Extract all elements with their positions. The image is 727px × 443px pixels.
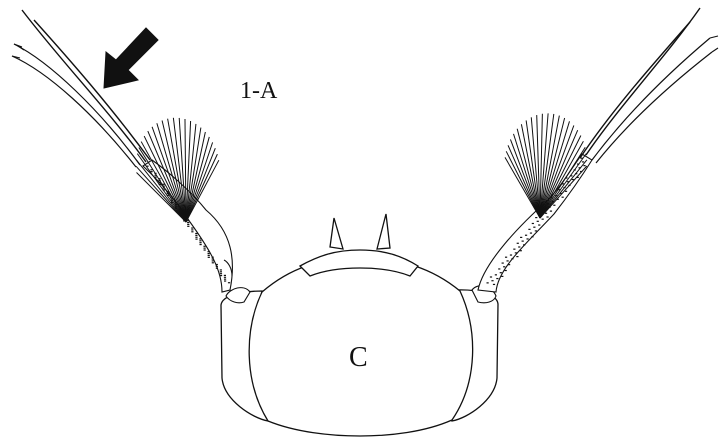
left-shaft-dot bbox=[191, 227, 193, 228]
right-shaft-dot bbox=[493, 284, 495, 285]
left-flagellum-2 bbox=[34, 20, 150, 160]
left-shaft-dot bbox=[208, 253, 210, 254]
right-shaft-dot bbox=[496, 278, 498, 279]
right-shaft-dot bbox=[538, 224, 540, 225]
right-shaft-dot bbox=[506, 260, 508, 261]
right-shaft-dot bbox=[583, 165, 585, 166]
right-shaft-dot bbox=[495, 274, 497, 275]
right-shaft-dot bbox=[501, 276, 503, 277]
head-capsule bbox=[221, 214, 498, 436]
right-shaft-dot bbox=[508, 264, 510, 265]
left-shaft-dot bbox=[199, 240, 201, 241]
left-shaft-dot bbox=[207, 251, 209, 252]
right-shaft-dot bbox=[550, 211, 552, 212]
left-shaft-dot bbox=[224, 277, 226, 278]
right-shaft-dot bbox=[511, 258, 513, 259]
right-shaft-dot bbox=[516, 256, 518, 257]
left-shaft-dot bbox=[220, 269, 222, 270]
right-shaft-dot bbox=[525, 235, 527, 236]
left-shaft-dot bbox=[212, 260, 214, 261]
right-shaft-dot bbox=[532, 223, 534, 224]
right-seta bbox=[540, 166, 587, 218]
right-shaft-dot bbox=[517, 243, 519, 244]
left-shaft-dot bbox=[199, 242, 201, 243]
left-shaft-dot bbox=[195, 233, 197, 234]
right-shaft-dot bbox=[537, 221, 539, 222]
left-shaft-dot bbox=[216, 266, 218, 267]
right-shaft-dot bbox=[553, 205, 555, 206]
left-shaft-dot bbox=[191, 229, 193, 230]
left-shaft-dot bbox=[216, 264, 218, 265]
left-shaft-dot bbox=[195, 235, 197, 236]
right-shaft-dot bbox=[535, 230, 537, 231]
left-shaft-dot bbox=[199, 238, 201, 239]
left-shaft-dot bbox=[195, 239, 197, 240]
left-shaft-dot bbox=[204, 249, 206, 250]
right-shaft-dot bbox=[505, 257, 507, 258]
right-shaft-dot bbox=[515, 252, 517, 253]
right-shaft-dot bbox=[491, 280, 493, 281]
left-shaft-dot bbox=[228, 282, 230, 283]
right-shaft-dot bbox=[530, 232, 532, 233]
right-shaft-dot bbox=[535, 217, 537, 218]
left-shaft-dot bbox=[203, 246, 205, 247]
right-shaft-dot bbox=[582, 161, 584, 162]
right-seta bbox=[510, 139, 540, 218]
right-shaft-dot bbox=[562, 197, 564, 198]
right-frontal-process bbox=[377, 214, 390, 249]
right-shaft-dot bbox=[490, 276, 492, 277]
head-label: C bbox=[349, 342, 368, 373]
right-shaft-dot bbox=[528, 229, 530, 230]
right-seta bbox=[505, 157, 540, 218]
left-shaft-dot bbox=[224, 279, 226, 280]
left-frontal-process bbox=[330, 218, 343, 249]
left-shaft-dot bbox=[220, 271, 222, 272]
left-shaft-dot bbox=[191, 231, 193, 232]
left-shaft-dot bbox=[220, 275, 222, 276]
right-shaft-dot bbox=[520, 237, 522, 238]
antenna-label: 1-A bbox=[240, 78, 278, 104]
left-shaft-dot bbox=[216, 268, 218, 269]
left-shaft-dot bbox=[212, 258, 214, 259]
right-flagellum-3 bbox=[592, 38, 710, 160]
right-shaft-dot bbox=[510, 254, 512, 255]
left-shaft-dot bbox=[195, 237, 197, 238]
left-seta bbox=[144, 136, 186, 222]
right-shaft-dot bbox=[546, 216, 548, 217]
right-shaft-dot bbox=[523, 244, 525, 245]
left-flagellum-1 bbox=[22, 10, 146, 162]
left-shaft-dot bbox=[187, 226, 189, 227]
right-shaft-dot bbox=[542, 219, 544, 220]
right-shaft-dot bbox=[513, 249, 515, 250]
right-shaft-dot bbox=[505, 270, 507, 271]
left-shaft-dot bbox=[224, 275, 226, 276]
left-shaft-dot bbox=[187, 224, 189, 225]
right-shaft-dot bbox=[502, 262, 504, 263]
right-shaft-dot bbox=[498, 268, 500, 269]
right-shaft-dot bbox=[518, 246, 520, 247]
left-shaft-dot bbox=[224, 280, 226, 281]
left-shaft-dot bbox=[220, 273, 222, 274]
right-shaft-dot bbox=[500, 272, 502, 273]
right-shaft-dot bbox=[503, 266, 505, 267]
left-shaft-dot bbox=[208, 255, 210, 256]
left-shaft-dot bbox=[212, 262, 214, 263]
right-antenna bbox=[472, 8, 718, 303]
right-shaft-dot bbox=[526, 238, 528, 239]
right-shaft-dot bbox=[520, 250, 522, 251]
right-shaft-dot bbox=[486, 282, 488, 283]
left-shaft-dot bbox=[203, 248, 205, 249]
left-shaft-dot bbox=[199, 244, 201, 245]
arrow-pointer-icon bbox=[104, 28, 158, 88]
right-shaft-dot bbox=[565, 191, 567, 192]
left-shaft-dot bbox=[187, 222, 189, 223]
left-setae-fan bbox=[136, 118, 219, 222]
right-shaft-dot bbox=[522, 241, 524, 242]
left-shaft-dot bbox=[208, 257, 210, 258]
left-shaft-dot bbox=[212, 257, 214, 258]
right-shaft-dot bbox=[533, 227, 535, 228]
right-shaft-dot bbox=[531, 236, 533, 237]
